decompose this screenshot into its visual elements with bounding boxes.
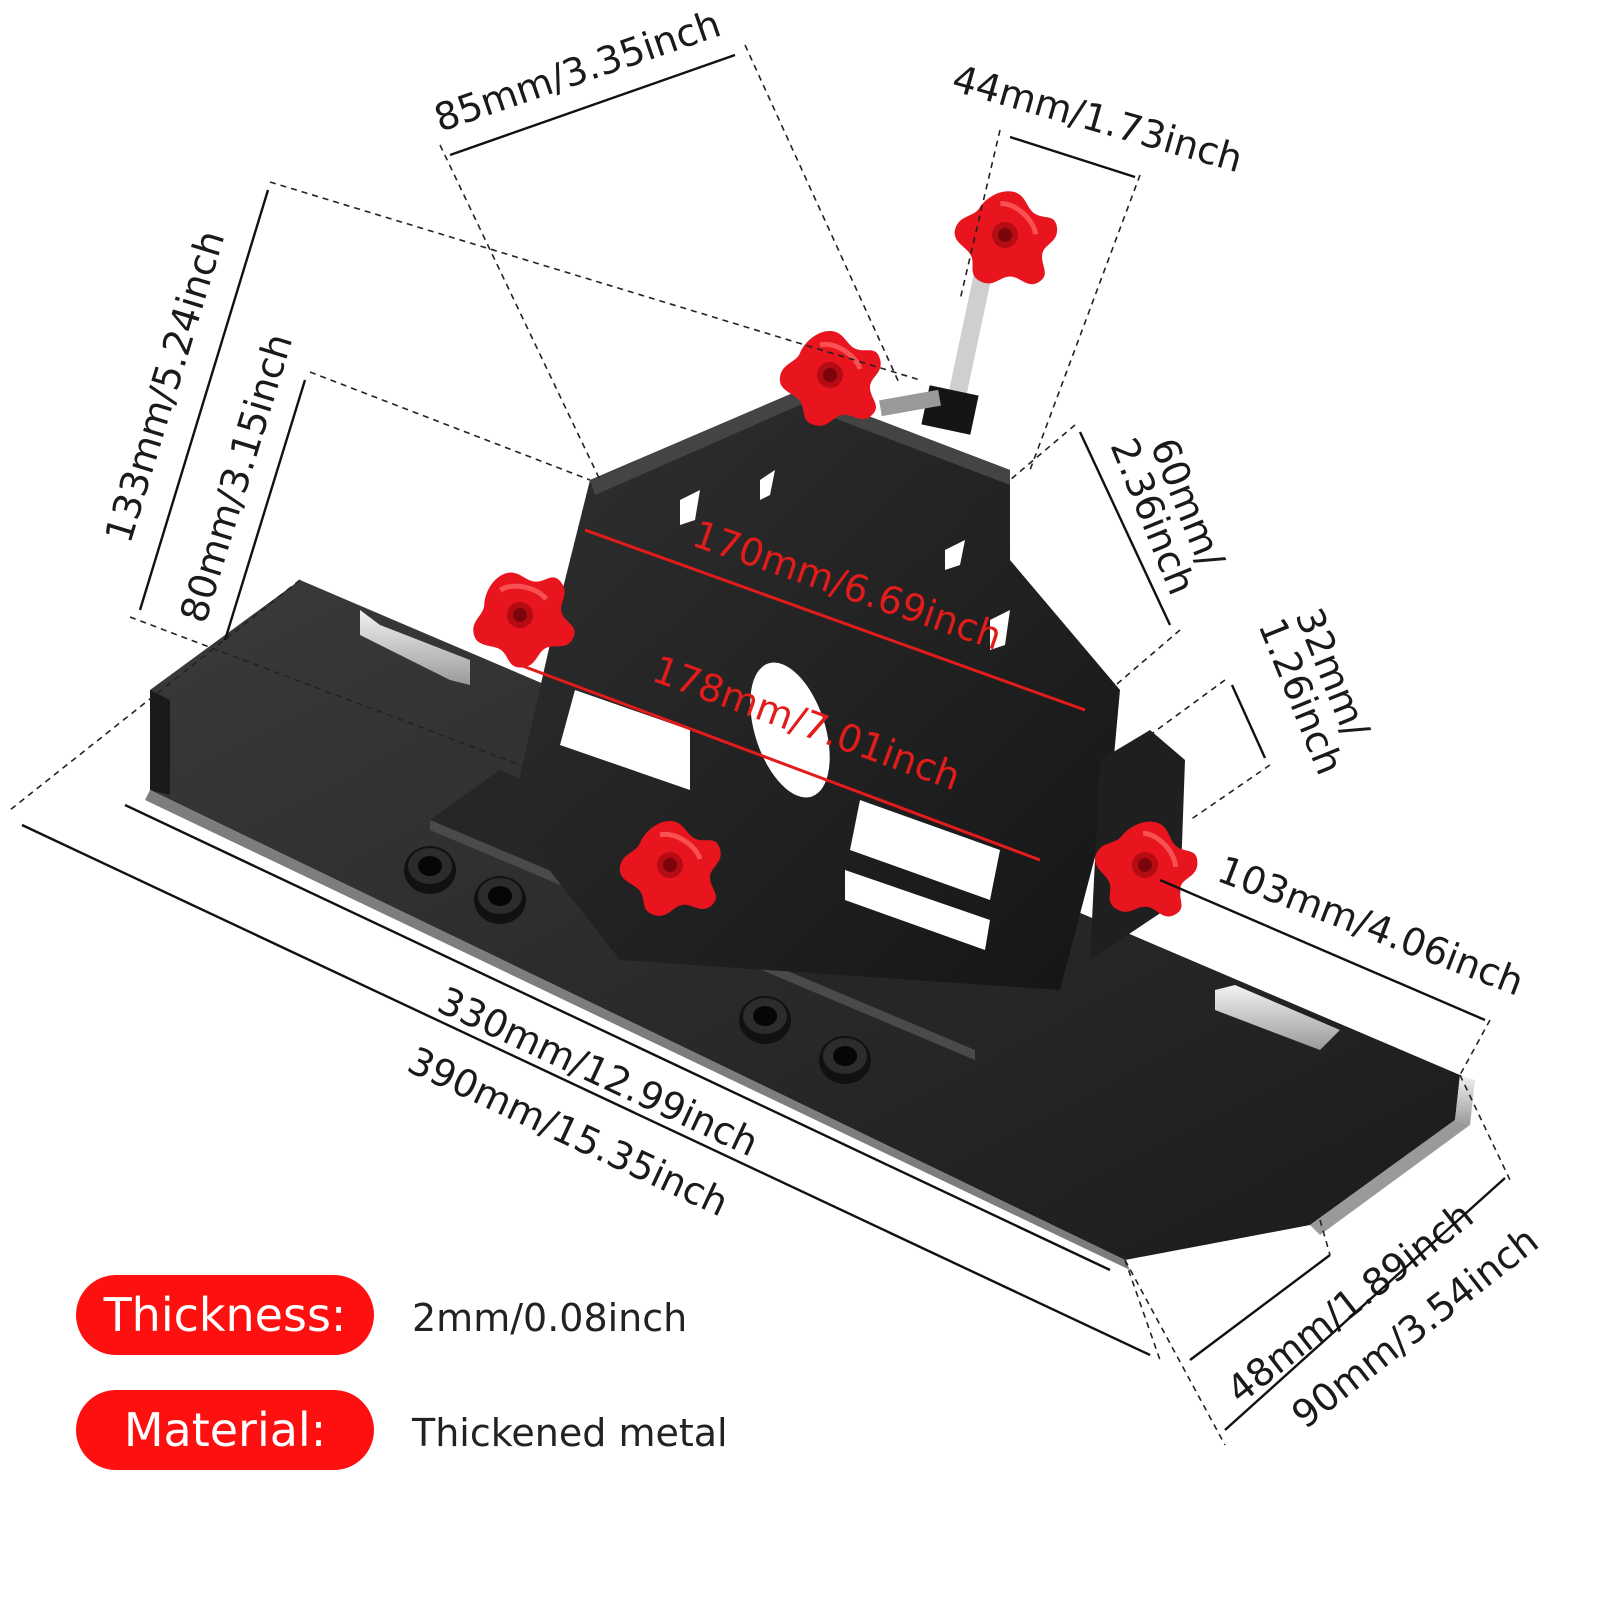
spindle-slot (750, 662, 830, 798)
chevron-1 (680, 490, 700, 525)
clamp-spring (879, 389, 941, 417)
material-label: Material: (123, 1403, 327, 1457)
chevron-2 (760, 470, 775, 500)
thickness-label: Thickness: (103, 1288, 347, 1342)
dim-top-length: 85mm/3.35inch (429, 1, 726, 140)
clamp-screw (945, 269, 993, 411)
cutting-stand-illustration (145, 183, 1475, 1270)
nut-4 (819, 1036, 871, 1084)
window-left (560, 690, 690, 790)
window-right-lower (845, 870, 990, 950)
thickness-label-pill: Thickness: (76, 1275, 374, 1355)
base-plate-end-fold (1455, 1075, 1475, 1125)
base-plate-front-edge (145, 790, 1130, 1270)
nut-2 (474, 876, 526, 924)
base-slot-right (1215, 985, 1340, 1050)
chevron-3 (945, 540, 965, 570)
base-plate-end-fold-shade (1310, 1120, 1470, 1235)
material-value: Thickened metal (412, 1411, 728, 1455)
dim-side-depth: 103mm/4.06inch (1212, 847, 1530, 1004)
base-slot-left (360, 610, 470, 685)
upright-plate-top-edge (590, 390, 1010, 495)
chevron-4 (990, 610, 1010, 650)
base-plate-lip (150, 690, 170, 795)
clamp-knob (947, 183, 1063, 294)
thickness-value: 2mm/0.08inch (412, 1296, 688, 1340)
nut-3 (739, 996, 791, 1044)
material-label-pill: Material: (76, 1390, 374, 1470)
nut-1 (404, 846, 456, 894)
window-right (850, 800, 1000, 900)
